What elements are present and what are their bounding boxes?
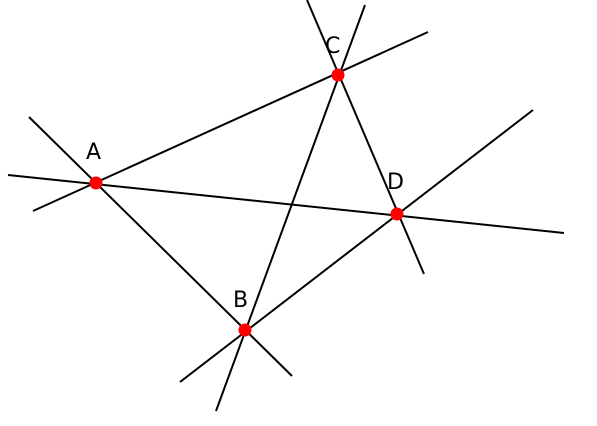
line-cd [306, 0, 425, 275]
point-label-b: B [233, 288, 248, 313]
point-a [89, 176, 103, 190]
point-label-d: D [387, 170, 404, 195]
point-d [390, 207, 404, 221]
point-c [331, 68, 345, 82]
point-label-a: A [86, 140, 101, 165]
point-label-c: C [325, 34, 340, 59]
point-b [238, 323, 252, 337]
line-bc [215, 4, 366, 412]
line-bd [179, 109, 534, 383]
line-ab [28, 116, 293, 377]
